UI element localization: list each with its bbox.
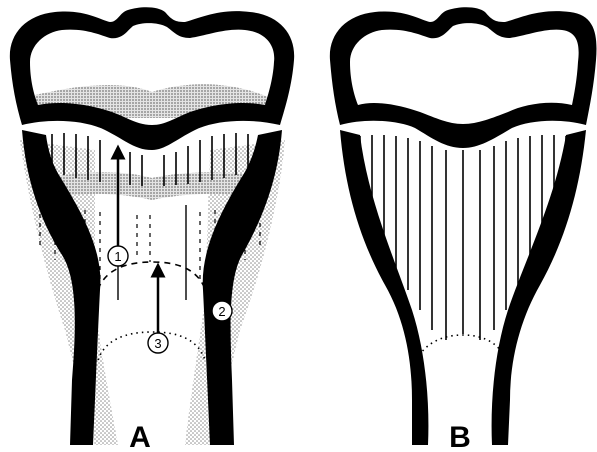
- metaphysis-solid-lines-a: [118, 205, 186, 300]
- marker-3-label: 3: [154, 336, 161, 351]
- marker-2-label: 2: [218, 304, 225, 319]
- marrow-boundary-dotted-b: [414, 335, 508, 365]
- panel-b: B: [330, 7, 597, 452]
- marker-2: 2: [212, 301, 232, 321]
- former-growth-plate-dashed-a: [95, 262, 208, 300]
- panel-label-a: A: [129, 421, 151, 452]
- panel-a: 1 2 3 A: [10, 7, 294, 452]
- panel-label-b: B: [449, 421, 471, 452]
- marker-1: 1: [108, 246, 128, 266]
- epiphysis-a: [10, 7, 294, 150]
- marker-3: 3: [148, 333, 168, 353]
- marker-1-label: 1: [114, 249, 121, 264]
- epiphysis-b: [330, 7, 597, 148]
